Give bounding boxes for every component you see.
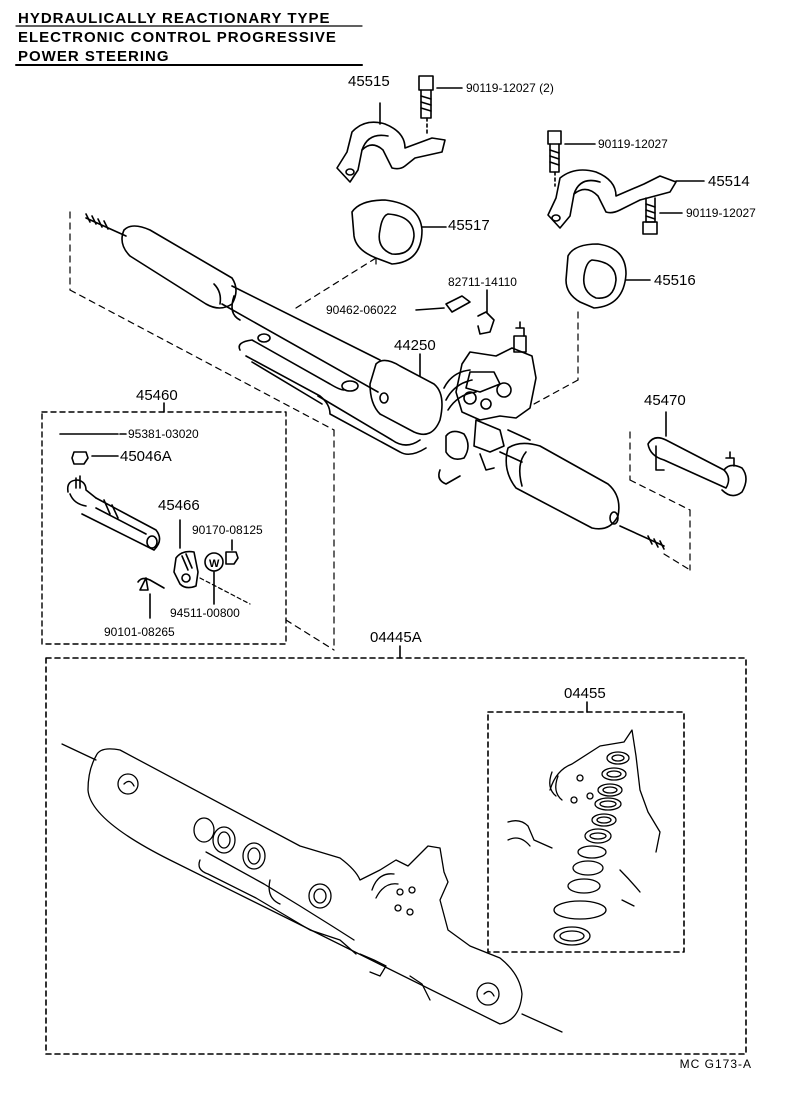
label-45517: 45517 <box>448 217 490 234</box>
svg-text:W: W <box>209 558 220 570</box>
label-82711-14110: 82711-14110 <box>448 275 517 289</box>
bolt-90119-12027-lower <box>642 197 683 235</box>
label-90462-06022: 90462-06022 <box>326 303 397 317</box>
diagram-title-line-2: ELECTRONIC CONTROL PROGRESSIVE <box>18 29 337 46</box>
box-04445A <box>45 645 747 1055</box>
steering-rack-44250 <box>85 213 665 550</box>
bracket-45515 <box>336 102 446 183</box>
label-45470: 45470 <box>644 392 686 409</box>
seal-kit-04455 <box>507 729 661 946</box>
diagram-title-line-1: HYDRAULICALLY REACTIONARY TYPE <box>18 10 331 27</box>
label-45515: 45515 <box>348 73 390 90</box>
label-04445A: 04445A <box>370 629 422 646</box>
label-90101-08265: 90101-08265 <box>104 625 175 639</box>
guide-lines-main <box>69 211 691 651</box>
tie-rod-45470 <box>647 411 747 497</box>
box-04455 <box>487 701 685 953</box>
bolt-90119-12027-upper <box>547 130 596 187</box>
label-90119-12027-pair: 90119-12027 (2) <box>466 81 554 95</box>
label-04455: 04455 <box>564 685 606 702</box>
label-44250: 44250 <box>394 337 436 354</box>
label-90119-12027-upper: 90119-12027 <box>598 137 668 151</box>
clip-90462-06022 <box>415 295 471 313</box>
label-94511-00800: 94511-00800 <box>170 606 240 620</box>
label-45460: 45460 <box>136 387 178 404</box>
clamp-82711-14110 <box>477 289 495 335</box>
rack-assembly-04445A <box>61 743 563 1033</box>
label-45046A: 45046A <box>120 448 172 465</box>
diagram-title-line-3: POWER STEERING <box>18 48 170 65</box>
label-45514: 45514 <box>708 173 750 190</box>
box-45460 <box>41 402 287 645</box>
label-45516: 45516 <box>654 272 696 289</box>
diagram-code: MC G173-A <box>679 1057 752 1071</box>
bracket-45514 <box>547 169 705 229</box>
label-90170-08125: 90170-08125 <box>192 523 263 537</box>
rubber-45517 <box>351 199 447 265</box>
rubber-45516 <box>565 243 651 309</box>
washer-w-letter: W <box>209 558 220 570</box>
label-90119-12027-lower: 90119-12027 <box>686 206 756 220</box>
label-45466: 45466 <box>158 497 200 514</box>
label-95381-03020: 95381-03020 <box>128 427 199 441</box>
bolt-90119-12027-pair <box>418 75 463 135</box>
